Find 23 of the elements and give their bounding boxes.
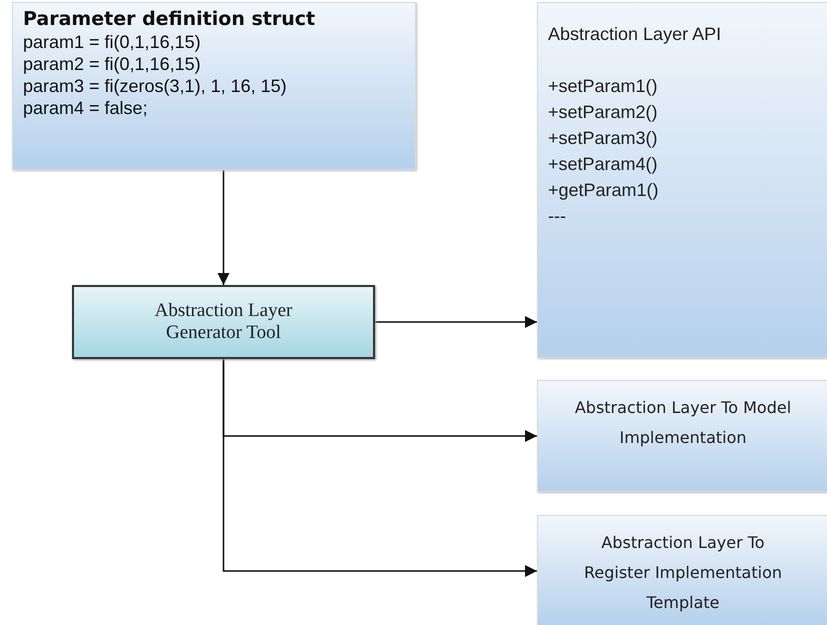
output-box <box>537 380 827 492</box>
node-text: +setParam2() <box>548 101 659 124</box>
node-text: +setParam4() <box>548 153 659 176</box>
process-box <box>72 285 375 359</box>
node-text: +setParam1() <box>548 75 659 98</box>
arrow <box>222 359 537 577</box>
node-text: param4 = false; <box>23 97 149 119</box>
node-text: +getParam1() <box>548 179 660 202</box>
struct-box <box>12 2 416 170</box>
arrow <box>218 170 230 285</box>
node-text: param1 = fi(0,1,16,15) <box>23 31 202 53</box>
node-title: Abstraction Layer To Register Implementation Template <box>582 532 783 614</box>
node-title: Abstraction Layer To Model Implementation <box>574 397 792 449</box>
output-box <box>537 515 827 625</box>
node-text: param2 = fi(0,1,16,15) <box>23 53 202 75</box>
node-title: Abstraction Layer API <box>548 23 722 46</box>
node-text: param3 = fi(zeros(3,1), 1, 16, 15) <box>23 75 288 97</box>
node-text: --- <box>548 205 567 228</box>
api-box <box>537 2 827 358</box>
node-title: Parameter definition struct <box>23 7 316 31</box>
node-title: Abstraction Layer Generator Tool <box>154 300 294 344</box>
arrow <box>375 316 537 328</box>
node-text: +setParam3() <box>548 127 659 150</box>
